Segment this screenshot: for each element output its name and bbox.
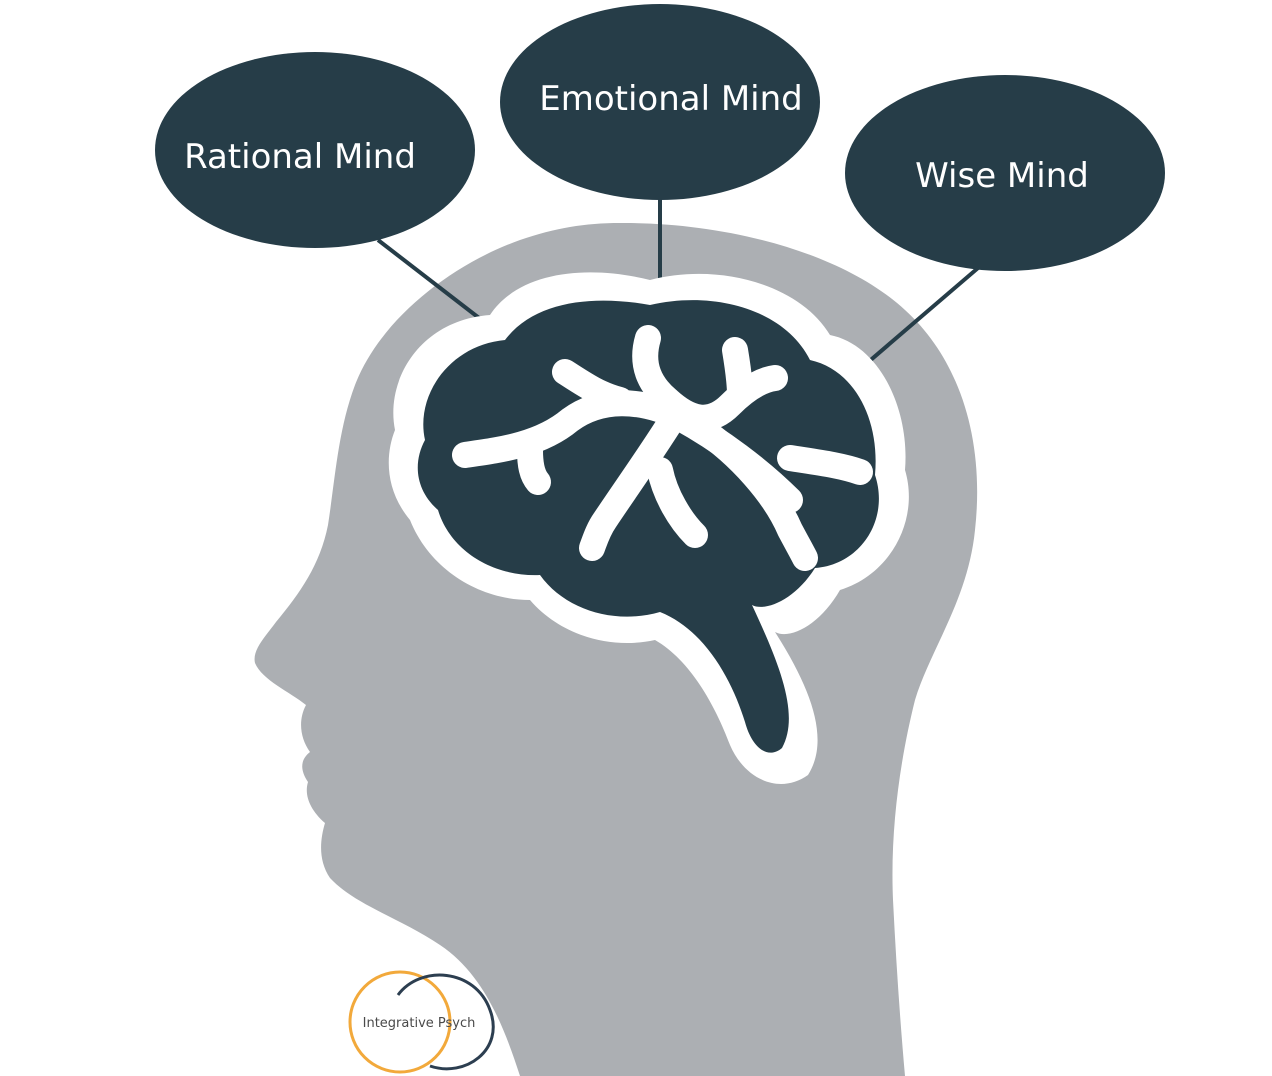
bubble-rational-label: Rational Mind — [184, 137, 416, 177]
brain-folds — [452, 325, 873, 571]
logo-text: Integrative Psych — [363, 1016, 476, 1031]
bubble-wise-label: Wise Mind — [915, 156, 1089, 196]
integrative-psych-logo: Integrative Psych — [348, 970, 495, 1074]
bubble-emotional: Emotional Mind — [500, 4, 820, 200]
bubble-wise: Wise Mind — [845, 75, 1165, 271]
logo-navy-ring — [396, 973, 495, 1071]
bubble-rational: Rational Mind — [155, 52, 475, 248]
logo-orange-ring — [348, 970, 452, 1074]
brain-icon — [417, 300, 879, 753]
bubble-emotional-label: Emotional Mind — [539, 79, 803, 119]
